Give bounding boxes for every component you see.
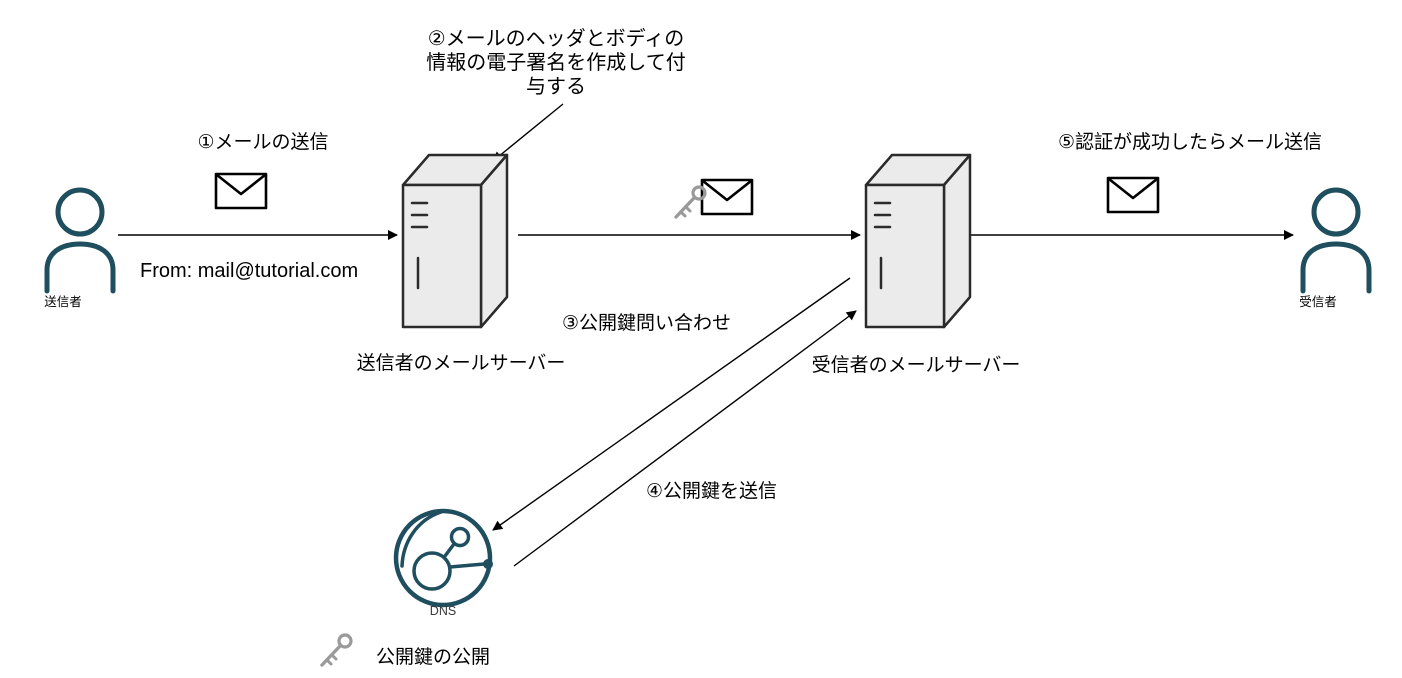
receiver-server-label: 受信者のメールサーバー bbox=[812, 354, 1021, 376]
step1-label: ①メールの送信 bbox=[197, 131, 328, 153]
sender-label: 送信者 bbox=[44, 294, 82, 309]
signature-key-icon bbox=[674, 185, 707, 219]
mail-envelope-icon-step5 bbox=[1106, 176, 1160, 214]
receiver-server-icon bbox=[864, 153, 972, 329]
step4-label: ④公開鍵を送信 bbox=[646, 480, 777, 502]
public-key-note-label: 公開鍵の公開 bbox=[376, 646, 490, 668]
step2-annotation-line3: 与する bbox=[526, 75, 586, 98]
sender-server-icon bbox=[401, 153, 509, 329]
step2-annotation-line2: 情報の電子署名を作成して付 bbox=[426, 51, 685, 74]
step5-label: ⑤認証が成功したらメール送信 bbox=[1058, 131, 1322, 153]
receiver-person-icon bbox=[1300, 187, 1372, 294]
step2-annotation-line1: ②メールのヘッダとボディの bbox=[428, 27, 685, 50]
arrow-step2-annotation bbox=[492, 103, 564, 162]
mail-envelope-icon-step1 bbox=[214, 172, 268, 210]
sender-person-icon bbox=[44, 187, 116, 294]
mail-envelope-icon-signed bbox=[700, 178, 754, 216]
dns-globe-icon bbox=[393, 508, 493, 608]
from-address-label: From: mail@tutorial.com bbox=[140, 260, 358, 282]
dns-label: DNS bbox=[430, 604, 456, 618]
arrow-step3-query-to-dns bbox=[492, 277, 851, 531]
public-key-icon bbox=[320, 633, 353, 667]
step3-label: ③公開鍵問い合わせ bbox=[562, 312, 731, 334]
receiver-label: 受信者 bbox=[1299, 295, 1337, 309]
arrow-step4-dns-to-server bbox=[513, 310, 857, 567]
sender-server-label: 送信者のメールサーバー bbox=[357, 352, 566, 374]
